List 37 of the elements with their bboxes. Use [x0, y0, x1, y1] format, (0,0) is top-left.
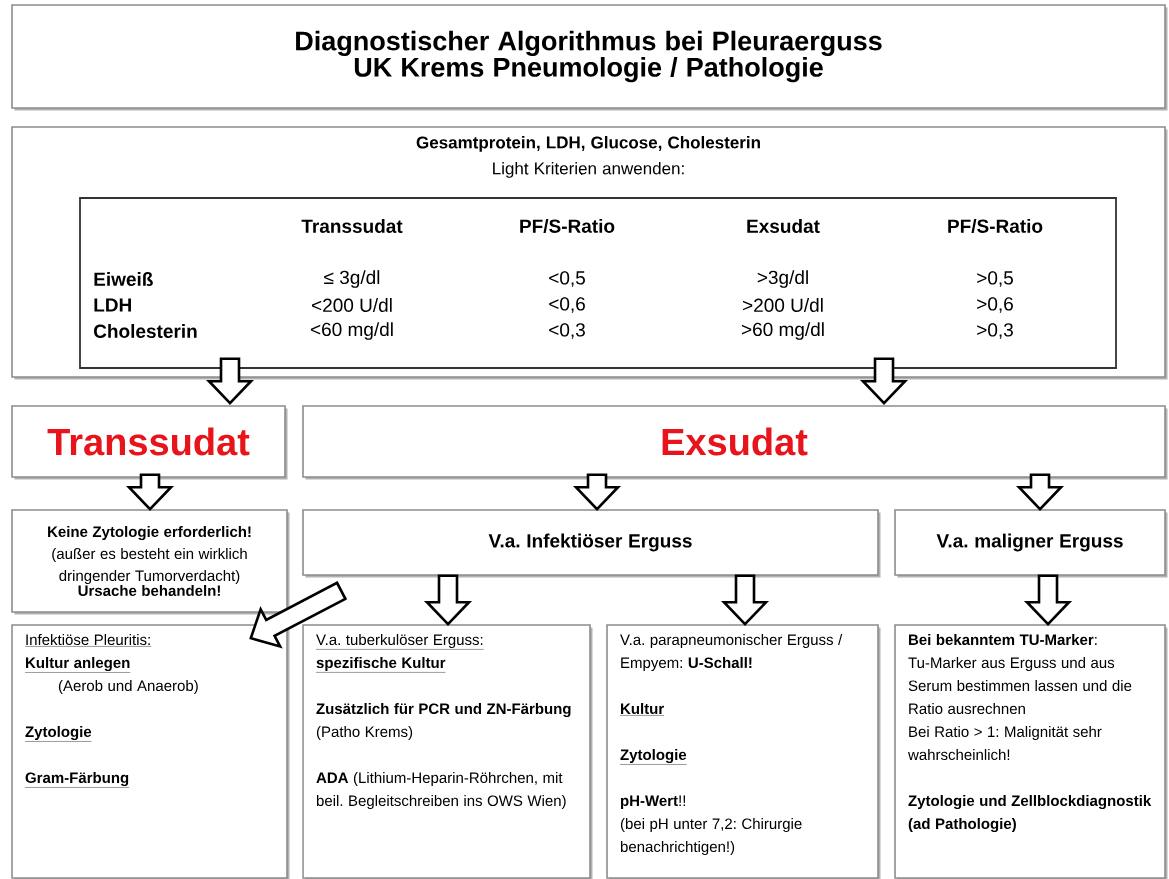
table-cell: ≤ 3g/dl: [324, 270, 380, 288]
block-arrow: [720, 574, 770, 627]
table-cell: <200 U/dl: [312, 298, 392, 312]
table-row-label: Eiweiß: [94, 272, 153, 286]
table-cell: >200 U/dl: [743, 298, 823, 312]
table-cell: <60 mg/dl: [310, 322, 393, 340]
table-cell: >3g/dl: [757, 270, 808, 288]
table-cell: <0,3: [549, 323, 585, 339]
table-header: PF/S-Ratio: [948, 218, 1043, 234]
block-arrow: [572, 473, 622, 512]
result-box: Exsudat: [302, 405, 1168, 480]
info-box: Bei bekanntem TU-Marker: Tu-Marker aus Erguss und aus Serum bestimmen lassen und die Ratio ausrechnen Bei Ratio > 1: Malignität sehr wahrscheinlich! Zytologie und Zellblockdiagnostik (ad Pathologie): [894, 624, 1168, 879]
info-box: Infektiöse Pleuritis: Kultur anlegen (Aerob und Anaerob) Zytologie Gram-Färbung: [11, 624, 290, 879]
block-arrow: [423, 574, 473, 627]
table-cell: <0,5: [549, 271, 585, 287]
block-arrow: [125, 473, 175, 512]
block-arrow: [1023, 574, 1073, 627]
info-box: V.a. tuberkulöser Erguss: spezifische Kultur Zusätzlich für PCR und ZN-Färbung (Patho Krems) ADA (Lithium-Heparin-Röhrchen, mit beil. Begleitschreiben ins OWS Wien): [302, 624, 593, 879]
info-box: V.a. parapneumonischer Erguss / Empyem: U-Schall! Kultur Zytologie pH-Wert!! (bei pH unter 7,2: Chirurgie benachrichtigen!): [606, 624, 881, 879]
process-box: V.a. Infektiöser Erguss: [302, 509, 881, 578]
table-cell: <0,6: [549, 297, 585, 313]
table-cell: >0,3: [977, 323, 1013, 339]
table-header: Exsudat: [747, 219, 820, 233]
title-box: Diagnostischer Algorithmus bei Pleuraerguss UK Krems Pneumologie / Pathologie: [11, 4, 1168, 111]
block-arrow: [205, 357, 255, 406]
result-box: Transsudat: [11, 405, 288, 480]
table-header: Transsudat: [301, 219, 403, 233]
table-cell: >0,5: [977, 271, 1013, 287]
table-cell: >0,6: [977, 297, 1013, 313]
table-cell: >60 mg/dl: [741, 322, 824, 340]
table-row-label: Cholesterin: [94, 324, 197, 338]
process-box: V.a. maligner Erguss: [894, 509, 1168, 578]
block-arrow: [1015, 473, 1065, 512]
block-arrow: [859, 357, 909, 406]
table-row-label: LDH: [94, 298, 131, 312]
note-box: Keine Zytologie erforderlich! (außer es besteht ein wirklich dringender Tumorverdacht) Ursache behandeln!: [11, 509, 290, 615]
table-header: PF/S-Ratio: [520, 218, 615, 234]
